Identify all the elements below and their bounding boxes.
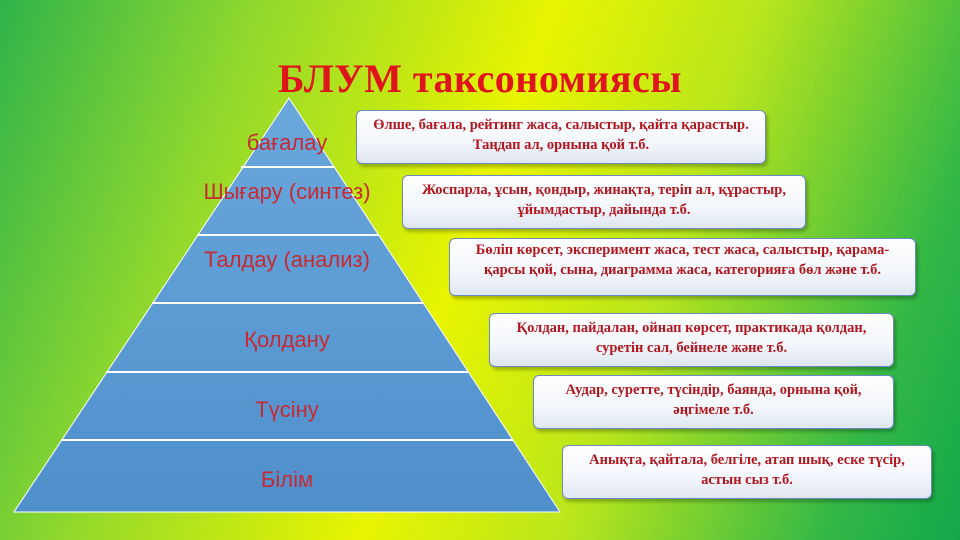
- description-knowledge: Анықта, қайтала, белгіле, атап шық, еске…: [562, 445, 932, 499]
- pyramid-level-analysis: Талдау (анализ): [204, 247, 370, 272]
- description-evaluation: Өлше, бағала, рейтинг жаса, салыстыр, қа…: [356, 110, 766, 164]
- pyramid-level-comprehension: Түсіну: [255, 397, 319, 422]
- pyramid-level-application: Қолдану: [244, 327, 330, 352]
- pyramid-shape: [13, 97, 561, 513]
- pyramid-level-evaluation: бағалау: [246, 130, 328, 155]
- pyramid-level-synthesis: Шығару (синтез): [203, 179, 371, 204]
- description-comprehension: Аудар, суретте, түсіндір, баянда, орнына…: [533, 375, 894, 429]
- description-synthesis: Жоспарла, ұсын, қондыр, жинақта, теріп а…: [402, 175, 806, 229]
- page-title: БЛУМ таксономиясы: [277, 56, 682, 101]
- description-analysis: Бөліп көрсет, эксперимент жаса, тест жас…: [449, 238, 916, 296]
- pyramid-level-knowledge: Білім: [260, 467, 314, 492]
- description-application: Қолдан, пайдалан, ойнап көрсет, практика…: [489, 313, 894, 367]
